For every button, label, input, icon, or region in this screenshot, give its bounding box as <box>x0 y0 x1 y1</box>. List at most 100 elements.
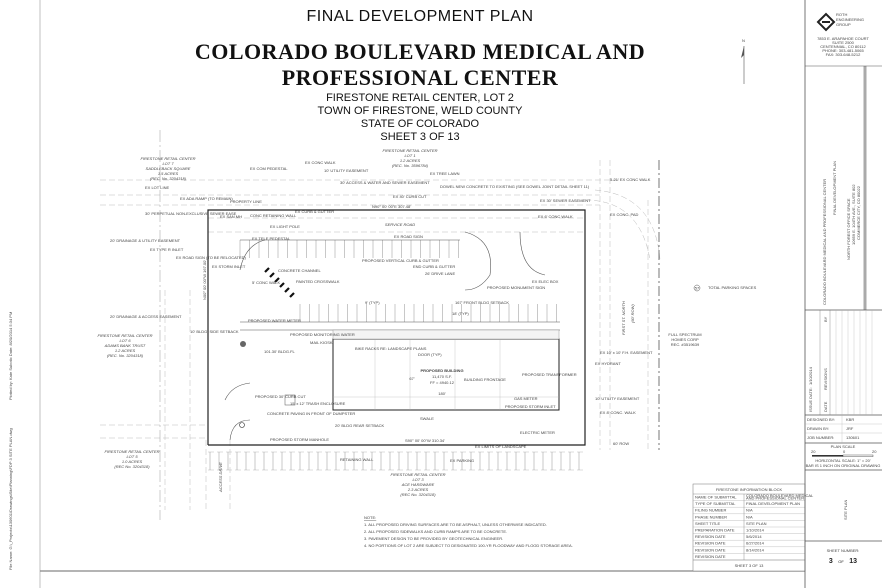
callout-label: DOOR (TYP) <box>418 352 442 357</box>
info-row-value: 6/27/2014 <box>746 541 765 546</box>
tb-client-address: 10659 E. 104TH AVE., SUITE 802 <box>851 184 856 245</box>
callout-label: 18' (TYP) <box>452 311 469 316</box>
svg-text:2.3 ACRES: 2.3 ACRES <box>407 487 429 492</box>
svg-text:FIRESTONE RETAIL CENTER: FIRESTONE RETAIL CENTER <box>104 449 159 454</box>
access-drive-label: ACCESS DRIVE <box>218 462 223 493</box>
info-row-label: REVISION DATE <box>695 541 726 546</box>
callout-label: 60' ROW <box>613 441 629 446</box>
svg-text:FULL SPECTRUM: FULL SPECTRUM <box>668 332 701 337</box>
plan-type-heading: FINAL DEVELOPMENT PLAN <box>306 8 534 25</box>
callout-label: 5-21' EX CONC WALK <box>610 177 651 182</box>
callout-label: PROPOSED VERTICAL CURB & GUTTER <box>362 258 439 263</box>
svg-text:HORIZONTAL SCALE: 1" = 20': HORIZONTAL SCALE: 1" = 20' <box>815 458 870 463</box>
svg-text:JOB NUMBER:: JOB NUMBER: <box>807 435 834 440</box>
callout-label: EX 10' x 10' F.H. EASEMENT <box>600 350 653 355</box>
callout-label: MAIL KIOSK <box>310 340 333 345</box>
callout-label: 20' DRAINAGE & ACCESS EASEMENT <box>110 314 182 319</box>
plot-stamp: File Name: G:\_Projects\130601\Drawings\… <box>8 312 13 570</box>
north-arrow-icon: N <box>741 38 745 84</box>
info-row-label: NAME OF SUBMITTAL <box>695 495 737 500</box>
svg-text:1.2 ACRES: 1.2 ACRES <box>400 158 421 163</box>
callout-label: END CURB & GUTTER <box>413 264 455 269</box>
svg-text:GROUP: GROUP <box>836 22 851 27</box>
svg-text:FF = 4940.12: FF = 4940.12 <box>430 380 455 385</box>
svg-text:7853 E. ARAPAHOE COURT: 7853 E. ARAPAHOE COURT <box>817 36 869 41</box>
svg-text:DESIGNED BY:: DESIGNED BY: <box>807 417 835 422</box>
callout-label: DOWEL NEW CONCRETE TO EXISTING (SEE DOWE… <box>440 184 590 189</box>
svg-text:FIRST ST. NORTH: FIRST ST. NORTH <box>621 301 626 335</box>
callout-label: 5' CONC WALK <box>252 280 281 285</box>
callout-label: EX PARKING <box>450 458 474 463</box>
rev-revisions-header: REVISIONS <box>823 368 828 390</box>
firm-logo: ROTH ENGINEERING GROUP <box>816 12 864 32</box>
existing-linework <box>100 160 661 510</box>
svg-text:FIRESTONE RETAIL CENTER: FIRESTONE RETAIL CENTER <box>140 156 195 161</box>
svg-text:DRAWN BY:: DRAWN BY: <box>807 426 829 431</box>
issue-date-label: ISSUE DATE: <box>808 387 813 412</box>
svg-text:11,470 S.F.: 11,470 S.F. <box>432 374 452 379</box>
svg-text:1. ALL PROPOSED DRIVING SURFA: 1. ALL PROPOSED DRIVING SURFACES ARE TO … <box>364 522 547 527</box>
first-st-label: FIRST ST. NORTH (60' ROW) <box>621 301 635 335</box>
callout-label: EX ADA RAMP (TO REMAIN) <box>180 196 233 201</box>
svg-text:FAX: 303-648-5212: FAX: 303-648-5212 <box>826 52 861 57</box>
callout-label: EX ROAD SIGN (TO BE RELOCATED) <box>176 255 247 260</box>
parcel-full-spectrum: FULL SPECTRUM HOMES CORP REC. #3519639 <box>668 332 701 347</box>
project-title-line1: COLORADO BOULEVARD MEDICAL AND <box>194 39 646 64</box>
svg-text:LOT 1: LOT 1 <box>404 153 415 158</box>
svg-text:ADAMS BANK TRUST: ADAMS BANK TRUST <box>104 343 146 348</box>
info-row: REVISION DATE 6/27/2014 <box>693 541 805 547</box>
svg-text:20: 20 <box>811 449 816 454</box>
sheet-number-label: SHEET NUMBER: <box>827 548 860 553</box>
callout-label: EX CURB & GUTTER <box>295 209 334 214</box>
info-row-value: 8/14/2014 <box>746 547 765 552</box>
info-row-label: PHASE NUMBER <box>695 514 727 519</box>
svg-text:SUITE 2500: SUITE 2500 <box>832 40 855 45</box>
callout-label: EX 6' CONC WALK <box>538 214 573 219</box>
firestone-info-block: FIRESTONE INFORMATION BLOCK NAME OF SUBM… <box>692 483 814 572</box>
bearing-north: N90° 00' 00"E 307.48' <box>372 204 411 209</box>
plot-plotted-by: Plotted by: Kate Subotic Date: 8/20/2014… <box>8 312 13 400</box>
callout-label: EX HYDRANT <box>595 361 621 366</box>
svg-text:LOT 3: LOT 3 <box>412 477 424 482</box>
callout-label: 30' PERPETUAL NON-EXCLUSIVE SEWER EASE <box>145 211 237 216</box>
info-row-label: REVISION DATE <box>695 534 726 539</box>
svg-text:PHONE: 303-481-5065: PHONE: 303-481-5065 <box>822 48 864 53</box>
callout-label: EX LIGHT POLE <box>270 224 300 229</box>
svg-text:BUILDING FRONTAGE: BUILDING FRONTAGE <box>464 377 506 382</box>
tb-client-address: COMMERCE CITY, CO 80022 <box>856 185 861 240</box>
svg-text:KBR: KBR <box>846 417 854 422</box>
svg-text:3. PAVEMENT DESIGN TO BE PROV: 3. PAVEMENT DESIGN TO BE PROVIDED BY GEO… <box>364 536 503 541</box>
callout-label: 15' x 12' TRASH ENCLOSURE <box>290 401 346 406</box>
callout-label: BIKE RACKS RE: LANDSCAPE PLANS <box>355 346 427 351</box>
callout-label: EX COM PEDESTAL <box>250 166 288 171</box>
callout-label: CONCRETE CHANNEL <box>278 268 321 273</box>
info-block-title: FIRESTONE INFORMATION BLOCK <box>716 487 783 492</box>
service-road-label: SERVICE ROAD <box>385 222 415 227</box>
callout-label: PAINTED CROSSWALK <box>296 279 340 284</box>
parcel-lot5: FIRESTONE RETAIL CENTER LOT 5 1.0 ACRES … <box>104 449 159 469</box>
callout-label: 101.30' BLDG.FL <box>264 349 296 354</box>
svg-text:ACE HARDWARE: ACE HARDWARE <box>401 482 435 487</box>
svg-text:HOMES CORP: HOMES CORP <box>671 337 699 342</box>
north-label: N <box>742 38 745 43</box>
callout-label: EX TYPE R INLET <box>150 247 184 252</box>
svg-text:(60' ROW): (60' ROW) <box>630 304 635 323</box>
subtitle-line: STATE OF COLORADO <box>360 118 480 130</box>
bearing-west: N00° 00' 00"W 167.00' <box>202 260 207 300</box>
rev-date-header: DATE <box>823 401 828 412</box>
sheet-title: SITE PLAN <box>843 499 848 520</box>
parking-total-count: 57 <box>695 286 700 291</box>
callout-label: EX STORM INLET <box>212 264 246 269</box>
callout-label: 30' ACCESS & WATER AND SEWER EASEMENT <box>340 180 430 185</box>
svg-text:1.5 ACRES: 1.5 ACRES <box>158 171 179 176</box>
callout-label: EX SAN MH <box>220 214 242 219</box>
project-title-line2: PROFESSIONAL CENTER <box>281 65 559 90</box>
callout-label: 10' BLDG. SIDE SETBACK <box>190 329 239 334</box>
rev-by-header: BY <box>823 316 828 322</box>
svg-text:4. NO PORTIONS OF LOT 2 ARE S: 4. NO PORTIONS OF LOT 2 ARE SUBJECT TO D… <box>364 543 573 548</box>
